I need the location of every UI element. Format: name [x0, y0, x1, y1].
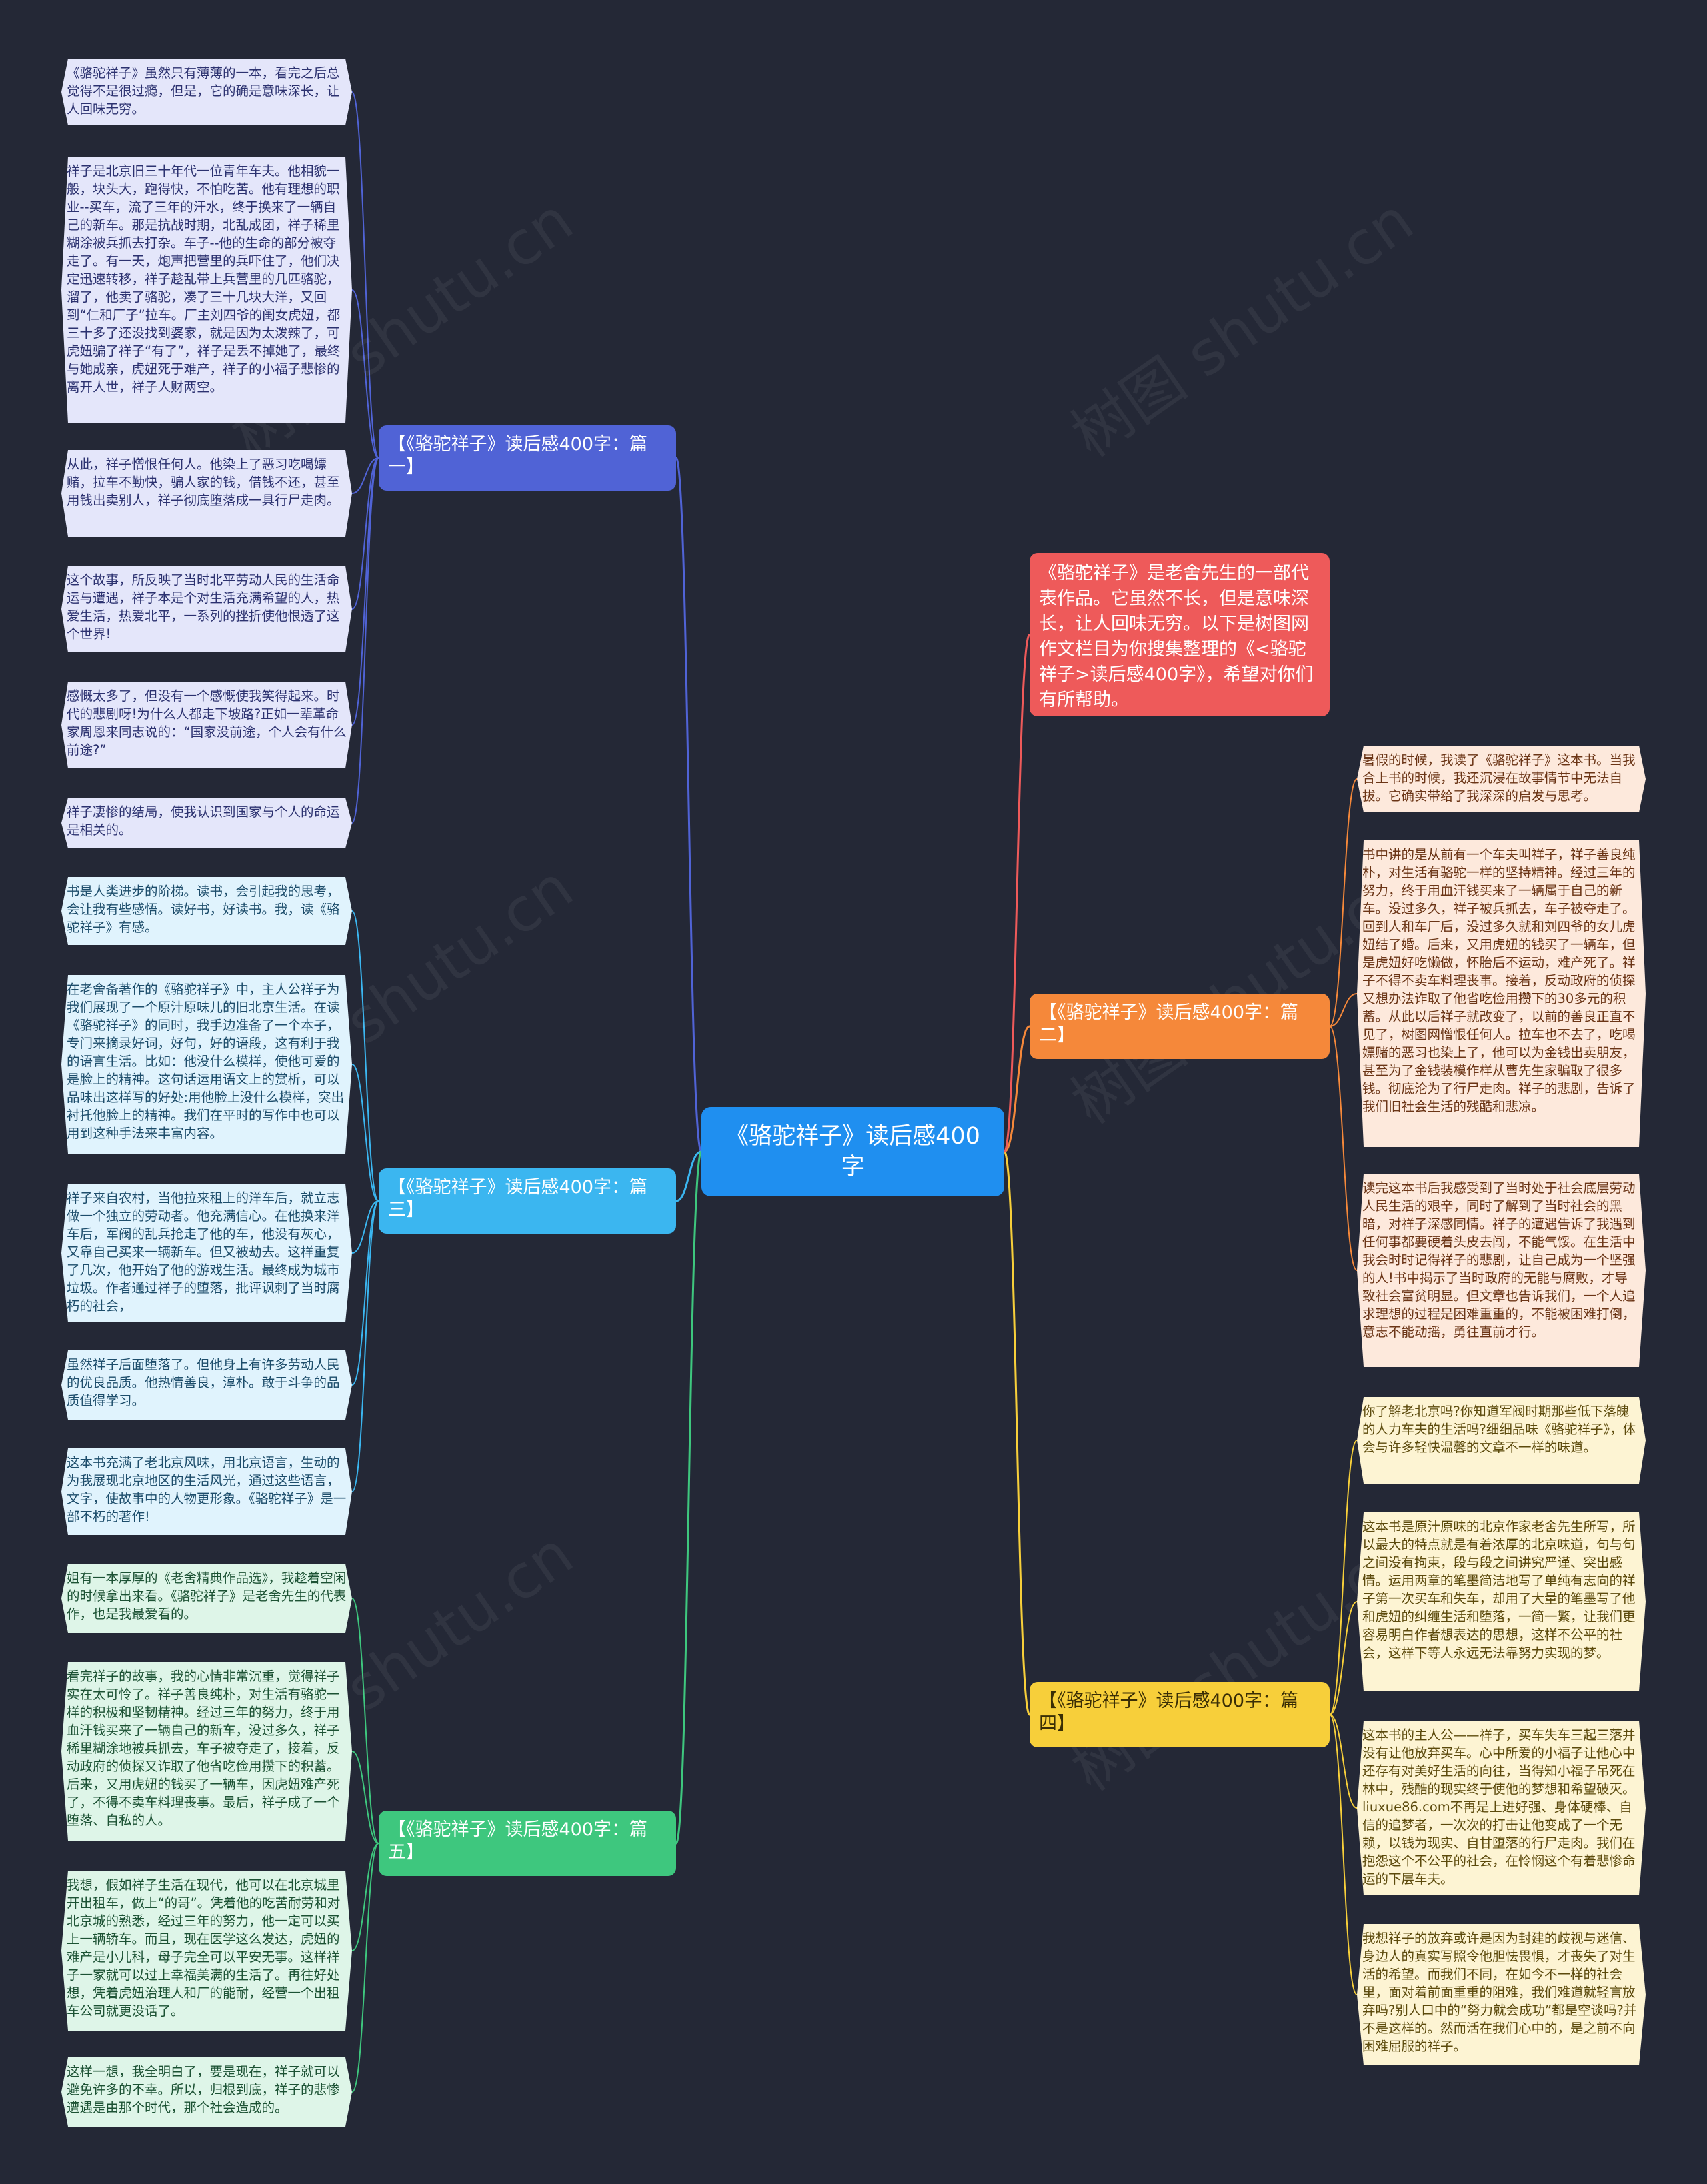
leaf-connector	[351, 289, 379, 459]
branch-pian-1[interactable]: 【《骆驼祥子》读后感400字：篇一】	[379, 425, 676, 491]
branch-connector	[675, 1150, 702, 1202]
intro-connector	[1003, 634, 1031, 1153]
leaf-connector	[351, 1598, 379, 1844]
branch-pian-3[interactable]: 【《骆驼祥子》读后感400字：篇三】	[379, 1168, 676, 1234]
branch-label: 【《骆驼祥子》读后感400字：篇四】	[1039, 1691, 1299, 1734]
leaf-connector	[351, 1200, 379, 1492]
intro-topic[interactable]: 《骆驼祥子》是老舍先生的一部代表作品。它虽然不长，但是意味深长，让人回味无穷。以…	[1030, 553, 1330, 716]
leaf-pian-2-2[interactable]: 书中讲的是从前有一个车夫叫祥子，祥子善良纯朴，对生活有骆驼一样的坚持精神。经过三…	[1357, 840, 1646, 1147]
branch-label: 【《骆驼祥子》读后感400字：篇二】	[1039, 1002, 1299, 1046]
leaf-pian-1-2[interactable]: 祥子是北京旧三十年代一位青年车夫。他相貌一般，块头大，跑得快，不怕吃苦。他有理想…	[61, 157, 352, 423]
leaf-connector	[351, 910, 379, 1202]
leaf-pian-4-1[interactable]: 你了解老北京吗?你知道军阀时期那些低下落魄的人力车夫的生活吗?细细品味《骆驼祥子…	[1357, 1397, 1646, 1484]
leaf-connector	[1329, 1440, 1358, 1715]
leaf-pian-3-2[interactable]: 在老舍备著作的《骆驼祥子》中，主人公祥子为我们展现了一个原汁原味儿的旧北京生活。…	[61, 975, 352, 1154]
branch-pian-2[interactable]: 【《骆驼祥子》读后感400字：篇二】	[1030, 994, 1330, 1059]
leaf-connector	[351, 457, 379, 824]
branch-connector	[675, 1150, 703, 1845]
leaf-pian-2-3[interactable]: 读完这本书后我感受到了当时处于社会底层劳动人民生活的艰辛，同时了解到了当时社会的…	[1357, 1174, 1646, 1367]
leaf-connector	[351, 1843, 379, 2093]
leaf-pian-5-3[interactable]: 我想，假如祥子生活在现代，他可以在北京城里开出租车，做上“的哥”。凭着他的吃苦耐…	[61, 1871, 352, 2031]
leaf-pian-5-4[interactable]: 这样一想，我全明白了，要是现在，祥子就可以避免许多的不幸。所以，归根到底，祥子的…	[61, 2057, 352, 2127]
leaf-connector	[351, 1200, 379, 1386]
leaf-pian-5-2[interactable]: 看完祥子的故事，我的心情非常沉重，觉得祥子实在太可怜了。祥子善良纯朴，对生活有骆…	[61, 1662, 352, 1841]
leaf-connector	[1329, 1601, 1358, 1715]
leaf-connector	[1329, 1714, 1358, 1809]
leaf-connector	[351, 457, 379, 494]
leaf-connector	[351, 1200, 379, 1254]
leaf-connector	[351, 457, 379, 610]
branch-connector	[1004, 1025, 1030, 1153]
leaf-pian-1-5[interactable]: 感慨太多了，但没有一个感慨使我笑得起来。时代的悲剧呀!为什么人都走下坡路?正如一…	[61, 682, 352, 768]
leaf-pian-5-1[interactable]: 姐有一本厚厚的《老舍精典作品选》，我趁着空闲的时候拿出来看。《骆驼祥子》是老舍先…	[61, 1564, 352, 1633]
leaf-pian-3-3[interactable]: 祥子来自农村，当他拉来租上的洋车后，就立志做一个独立的劳动者。他充满信心。在他换…	[61, 1184, 352, 1322]
leaf-pian-1-6[interactable]: 祥子凄惨的结局，使我认识到国家与个人的命运是相关的。	[61, 798, 352, 848]
leaf-pian-4-3[interactable]: 这本书的主人公——祥子，买车失车三起三落并没有让他放弃买车。心中所爱的小福子让他…	[1357, 1721, 1646, 1895]
branch-label: 【《骆驼祥子》读后感400字：篇五】	[388, 1819, 648, 1863]
leaf-pian-1-1[interactable]: 《骆驼祥子》虽然只有薄薄的一本，看完之后总觉得不是很过瘾，但是，它的确是意味深长…	[61, 59, 352, 125]
leaf-connector	[1329, 778, 1358, 1027]
leaf-connector	[351, 91, 379, 459]
leaf-pian-1-3[interactable]: 从此，祥子憎恨任何人。他染上了恶习吃喝嫖赌，拉车不勤快，骗人家的钱，借钱不还，甚…	[61, 450, 352, 537]
leaf-pian-3-1[interactable]: 书是人类进步的阶梯。读书，会引起我的思考，会让我有些感悟。读好书，好读书。我，读…	[61, 877, 352, 945]
leaf-pian-3-4[interactable]: 虽然祥子后面堕落了。但他身上有许多劳动人民的优良品质。他热情善良，淳朴。敢于斗争…	[61, 1350, 352, 1420]
branch-pian-5[interactable]: 【《骆驼祥子》读后感400字：篇五】	[379, 1811, 676, 1876]
leaf-pian-2-1[interactable]: 暑假的时候，我读了《骆驼祥子》这本书。当我合上书的时候，我还沉浸在故事情节中无法…	[1357, 746, 1646, 812]
leaf-connector	[351, 1751, 379, 1844]
branch-connector	[1003, 1150, 1031, 1716]
leaf-connector	[1329, 1714, 1358, 1995]
branch-connector	[675, 457, 703, 1153]
leaf-connector	[351, 1843, 379, 1951]
intro-topic-text: 《骆驼祥子》是老舍先生的一部代表作品。它虽然不长，但是意味深长，让人回味无穷。以…	[1039, 563, 1314, 710]
root-topic[interactable]: 《骆驼祥子》读后感400字	[701, 1107, 1004, 1196]
leaf-pian-4-4[interactable]: 我想祥子的放弃或许是因为封建的歧视与迷信、身边人的真实写照令他胆怯畏惧，才丧失了…	[1357, 1924, 1646, 2065]
root-topic-label: 《骆驼祥子》读后感400字	[725, 1123, 980, 1180]
leaf-pian-4-2[interactable]: 这本书是原汁原味的北京作家老舍先生所写，所以最大的特点就是有着浓厚的北京味道，句…	[1357, 1512, 1646, 1691]
leaf-connector	[351, 457, 379, 726]
branch-label: 【《骆驼祥子》读后感400字：篇三】	[388, 1177, 648, 1220]
leaf-connector	[1329, 1026, 1358, 1271]
leaf-pian-3-5[interactable]: 这本书充满了老北京风味，用北京语言，生动的为我展现北京地区的生活风光，通过这些语…	[61, 1448, 352, 1535]
leaf-connector	[351, 1064, 379, 1202]
branch-pian-4[interactable]: 【《骆驼祥子》读后感400字：篇四】	[1030, 1682, 1330, 1747]
leaf-connector	[1329, 993, 1358, 1027]
leaf-pian-1-4[interactable]: 这个故事，所反映了当时北平劳动人民的生活命运与遭遇，祥子本是个对生活充满希望的人…	[61, 566, 352, 652]
branch-label: 【《骆驼祥子》读后感400字：篇一】	[388, 434, 648, 477]
